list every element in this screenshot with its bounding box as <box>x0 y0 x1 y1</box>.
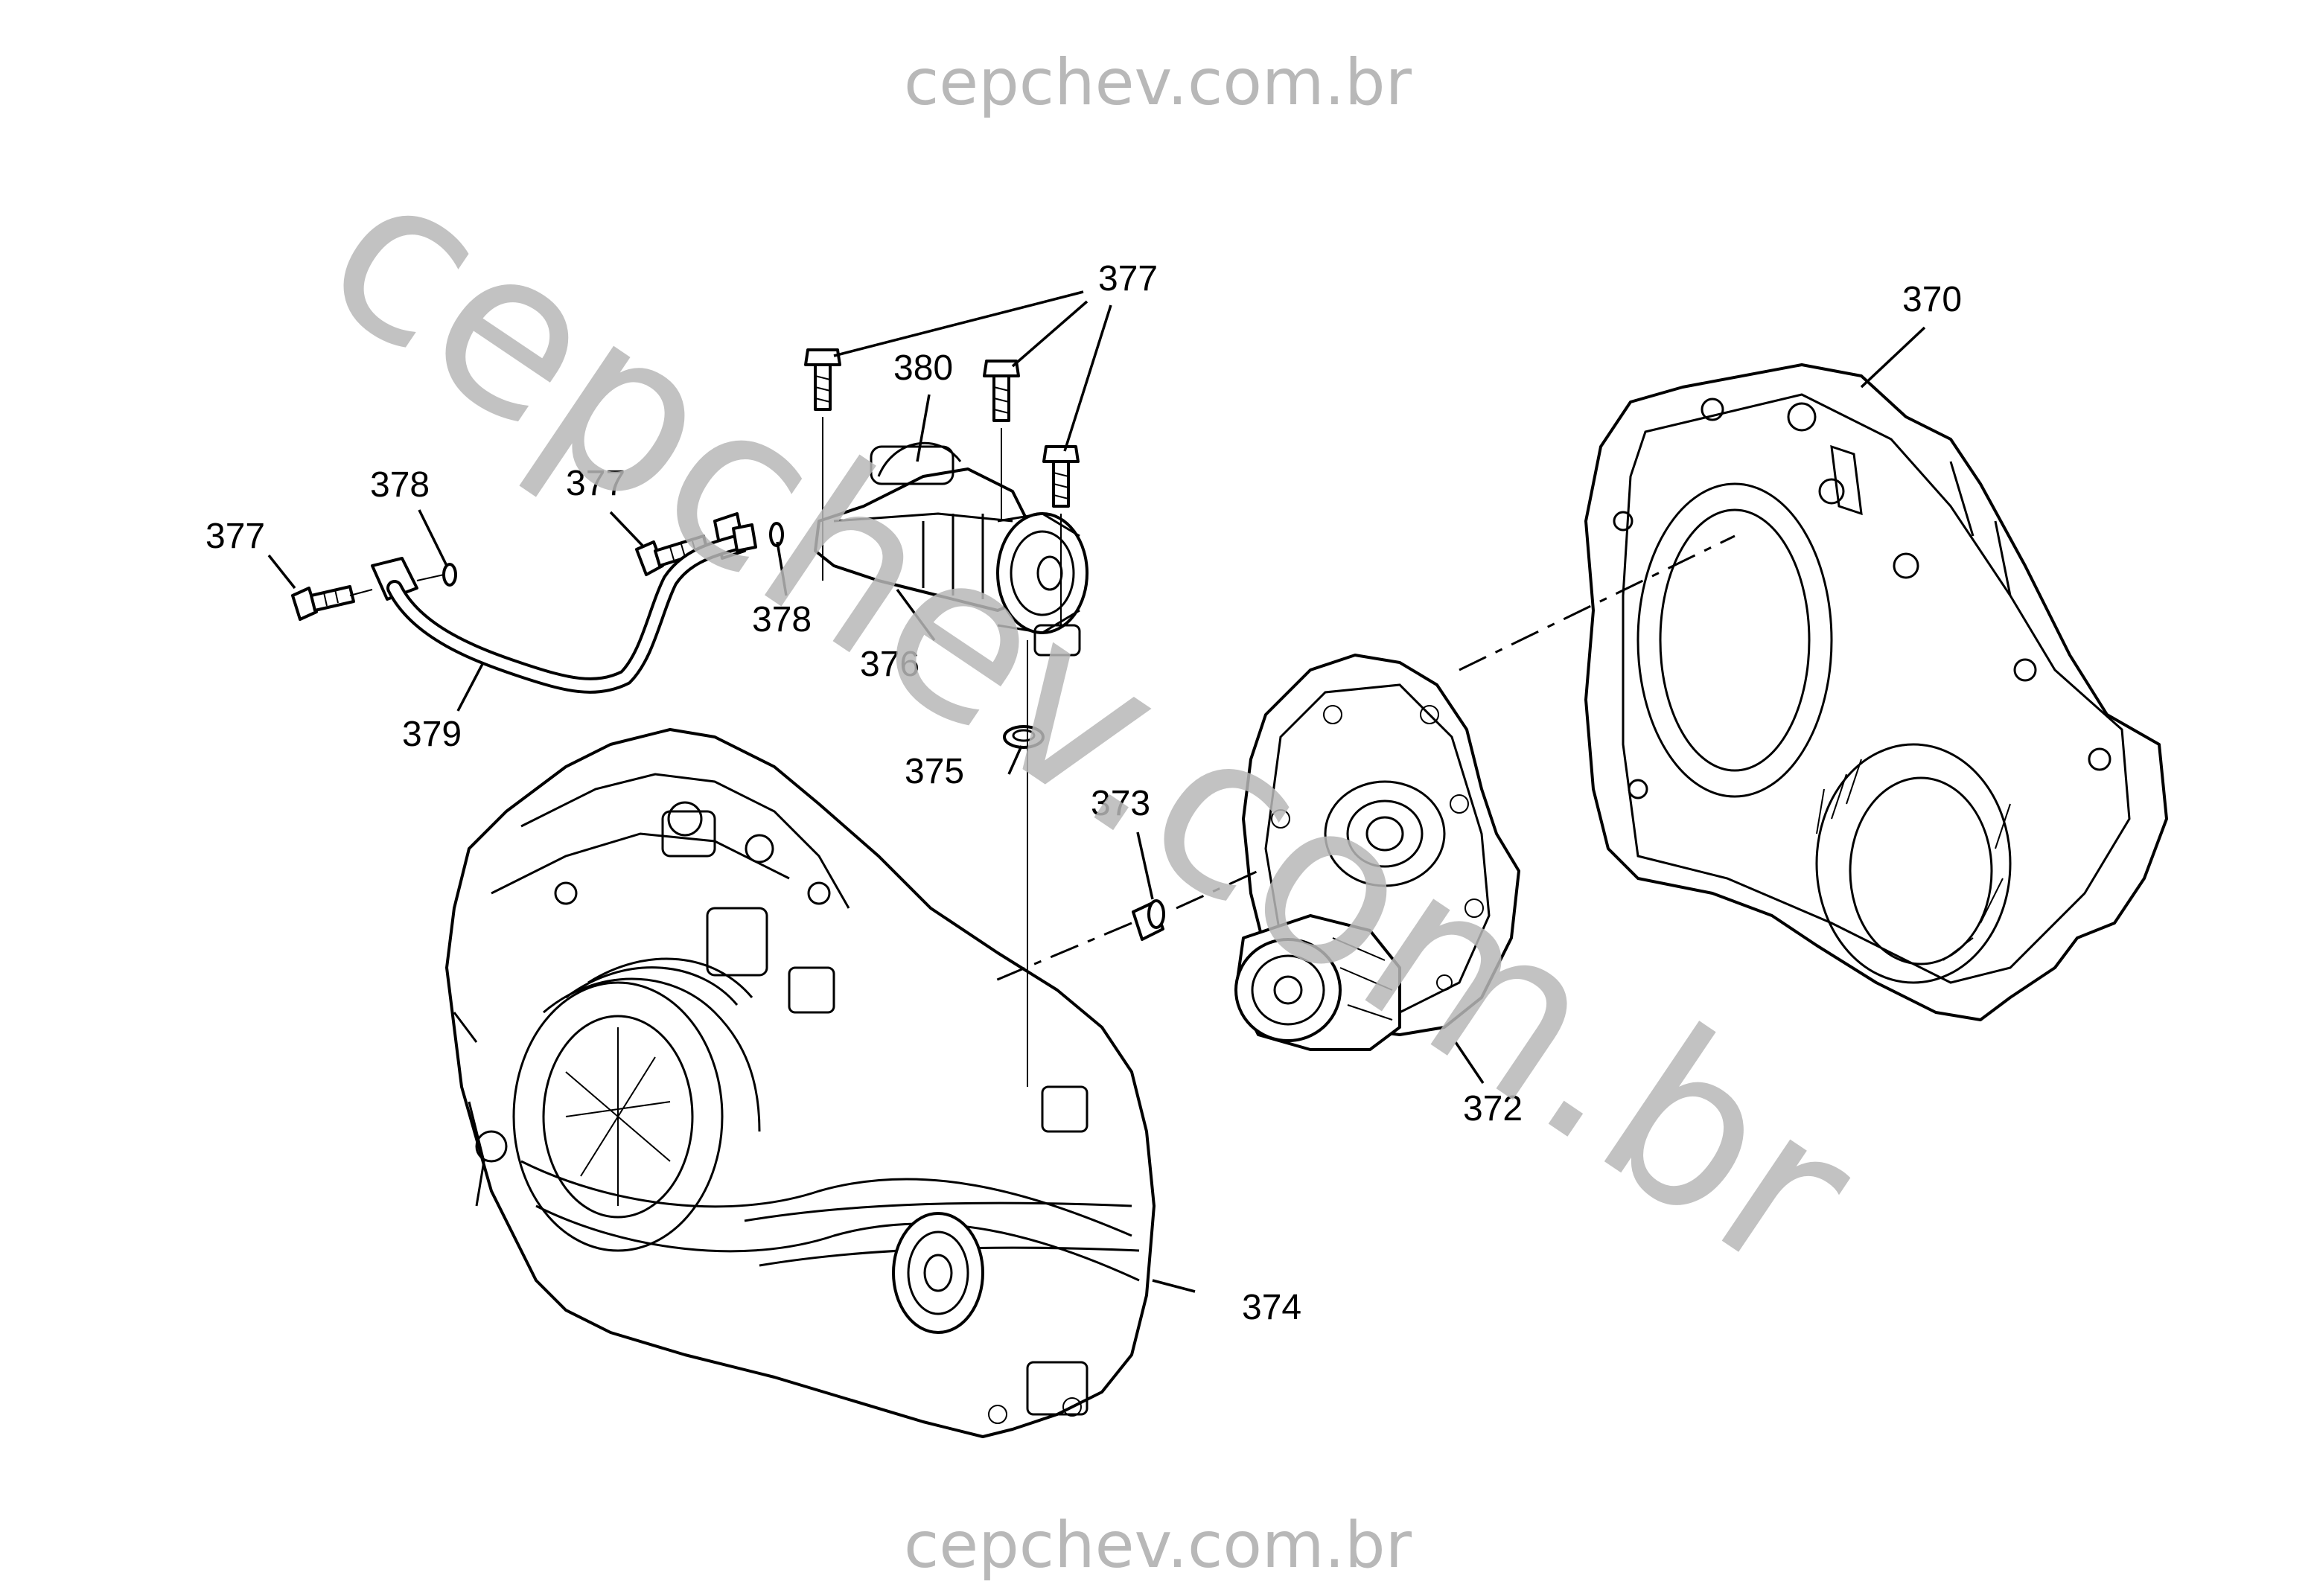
callout-372: 372 <box>1463 1089 1523 1129</box>
callout-379: 379 <box>402 715 462 754</box>
bolt-377-a <box>804 348 841 411</box>
watermark-top: cepchev.com.br <box>904 45 1412 120</box>
part-379-tube <box>371 512 757 694</box>
part-372-pump-plate <box>1234 654 1520 1051</box>
part-370-case-housing <box>1584 363 2168 1021</box>
callout-370: 370 <box>1902 280 1962 319</box>
assembly-lines <box>349 417 1736 1087</box>
callout-376: 376 <box>860 645 919 684</box>
bolt-377-b <box>983 360 1020 422</box>
callout-375: 375 <box>905 752 964 791</box>
callout-labels: 377 380 370 377 378 377 378 376 379 375 … <box>205 259 1962 1327</box>
watermark-bottom: cepchev.com.br <box>904 1508 1412 1583</box>
callout-373: 373 <box>1091 784 1150 823</box>
bolt-377-c <box>1042 445 1080 508</box>
bolt-377-e <box>291 585 355 621</box>
callout-380: 380 <box>893 348 953 388</box>
callout-377-top: 377 <box>1098 259 1158 299</box>
part-376-actuator <box>814 441 1089 657</box>
part-374-transmission-case <box>445 728 1156 1438</box>
callout-377-left: 377 <box>205 517 265 556</box>
o-ring-378-left <box>442 563 457 587</box>
callout-377-mid: 377 <box>566 464 625 503</box>
leader-lines <box>267 290 1926 1293</box>
o-ring-378-right <box>769 522 784 547</box>
seal-375 <box>1003 725 1045 749</box>
sleeve-373 <box>1132 899 1165 941</box>
callout-378-left: 378 <box>370 465 430 505</box>
callout-374: 374 <box>1242 1288 1301 1327</box>
callout-378-right: 378 <box>752 600 812 639</box>
